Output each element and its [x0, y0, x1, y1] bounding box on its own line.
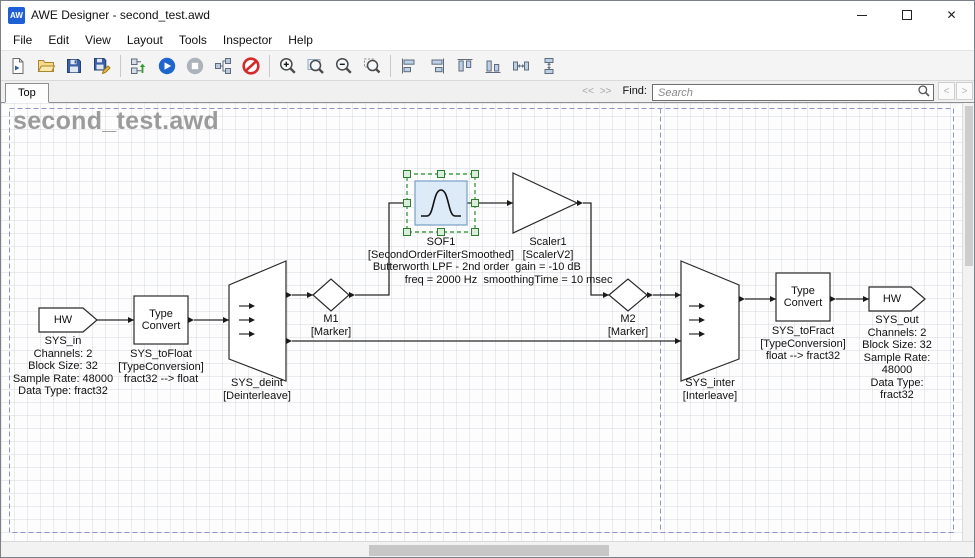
block-scaler1[interactable]: [507, 173, 583, 233]
menu-file[interactable]: File: [5, 31, 40, 49]
find-label: Find:: [623, 85, 647, 97]
tab-bar: Top << >> Find: < >: [1, 81, 974, 103]
toolbar-separator: [390, 55, 391, 77]
menu-inspector[interactable]: Inspector: [215, 31, 280, 49]
new-design-icon: [8, 56, 28, 76]
save-as-icon: [92, 56, 112, 76]
save-as-button[interactable]: [88, 52, 116, 79]
close-button[interactable]: ✕: [929, 1, 974, 29]
vertical-scrollbar[interactable]: [962, 103, 974, 541]
block-m2-marker[interactable]: [603, 279, 653, 311]
minimize-button[interactable]: [839, 1, 884, 29]
halt-audio-button[interactable]: [237, 52, 265, 79]
zoom-fit-button[interactable]: [302, 52, 330, 79]
design-title: second_test.awd: [13, 107, 219, 136]
block-sys-deint[interactable]: [223, 261, 292, 381]
run-icon: [157, 56, 177, 76]
vertical-scrollbar-thumb[interactable]: [965, 106, 973, 266]
align-left-icon: [399, 56, 419, 76]
menu-view[interactable]: View: [77, 31, 119, 49]
menu-help[interactable]: Help: [280, 31, 321, 49]
maximize-icon: [902, 10, 912, 20]
save-icon: [64, 56, 84, 76]
stop-icon: [185, 56, 205, 76]
block-sys-inter[interactable]: [675, 261, 745, 381]
menu-bar: File Edit View Layout Tools Inspector He…: [1, 29, 974, 50]
maximize-button[interactable]: [884, 1, 929, 29]
horizontal-scrollbar-thumb[interactable]: [369, 545, 609, 556]
title-bar: AW AWE Designer - second_test.awd ✕: [1, 1, 974, 29]
zoom-in-button[interactable]: [274, 52, 302, 79]
align-bottom-button[interactable]: [479, 52, 507, 79]
stop-button[interactable]: [181, 52, 209, 79]
distribute-horizontal-icon: [511, 56, 531, 76]
horizontal-scrollbar[interactable]: [1, 541, 974, 558]
block-sys-tofloat[interactable]: [128, 296, 194, 344]
scroll-right-button[interactable]: >: [956, 82, 973, 100]
zoom-fit-icon: [306, 56, 326, 76]
open-folder-icon: [36, 56, 56, 76]
toolbar-separator: [120, 55, 121, 77]
find-box: [652, 83, 934, 100]
align-bottom-icon: [483, 56, 503, 76]
open-file-button[interactable]: [32, 52, 60, 79]
distribute-vertical-button[interactable]: [535, 52, 563, 79]
scroll-left-button[interactable]: <: [938, 82, 955, 100]
distribute-vertical-icon: [539, 56, 559, 76]
run-button[interactable]: [153, 52, 181, 79]
toolbar: [1, 50, 974, 81]
propagate-changes-icon: [129, 56, 149, 76]
find-search-button[interactable]: [916, 84, 932, 98]
toolbar-separator: [269, 55, 270, 77]
find-previous-button[interactable]: <<: [579, 86, 597, 97]
find-next-button[interactable]: >>: [597, 86, 615, 97]
find-bar: << >> Find: < >: [579, 81, 974, 102]
zoom-out-button[interactable]: [330, 52, 358, 79]
find-input[interactable]: [652, 84, 934, 101]
window-title: AWE Designer - second_test.awd: [31, 8, 210, 22]
menu-layout[interactable]: Layout: [119, 31, 171, 49]
block-sys-out[interactable]: [863, 287, 925, 311]
zoom-selection-button[interactable]: [358, 52, 386, 79]
align-top-button[interactable]: [451, 52, 479, 79]
design-canvas[interactable]: second_test.awd HW Type Convert Type Con…: [1, 103, 974, 541]
align-right-icon: [427, 56, 447, 76]
hw-config-button[interactable]: [209, 52, 237, 79]
block-sys-tofract[interactable]: [770, 273, 836, 321]
wires[interactable]: [97, 203, 869, 341]
hw-config-icon: [213, 56, 233, 76]
align-top-icon: [455, 56, 475, 76]
distribute-horizontal-button[interactable]: [507, 52, 535, 79]
block-m1-marker[interactable]: [307, 279, 355, 311]
align-left-button[interactable]: [395, 52, 423, 79]
zoom-in-icon: [278, 56, 298, 76]
halt-audio-icon: [241, 56, 261, 76]
menu-edit[interactable]: Edit: [40, 31, 77, 49]
align-right-button[interactable]: [423, 52, 451, 79]
search-icon: [917, 84, 931, 98]
save-button[interactable]: [60, 52, 88, 79]
app-icon: AW: [8, 7, 25, 24]
flow-diagram: [1, 103, 974, 541]
zoom-out-icon: [334, 56, 354, 76]
window-controls: ✕: [839, 1, 974, 29]
zoom-selection-icon: [362, 56, 382, 76]
menu-tools[interactable]: Tools: [171, 31, 215, 49]
minimize-icon: [857, 15, 867, 16]
tab-top[interactable]: Top: [5, 83, 49, 103]
block-sys-in[interactable]: [39, 308, 97, 332]
block-sof1[interactable]: [404, 171, 479, 236]
new-design-button[interactable]: [4, 52, 32, 79]
propagate-changes-button[interactable]: [125, 52, 153, 79]
